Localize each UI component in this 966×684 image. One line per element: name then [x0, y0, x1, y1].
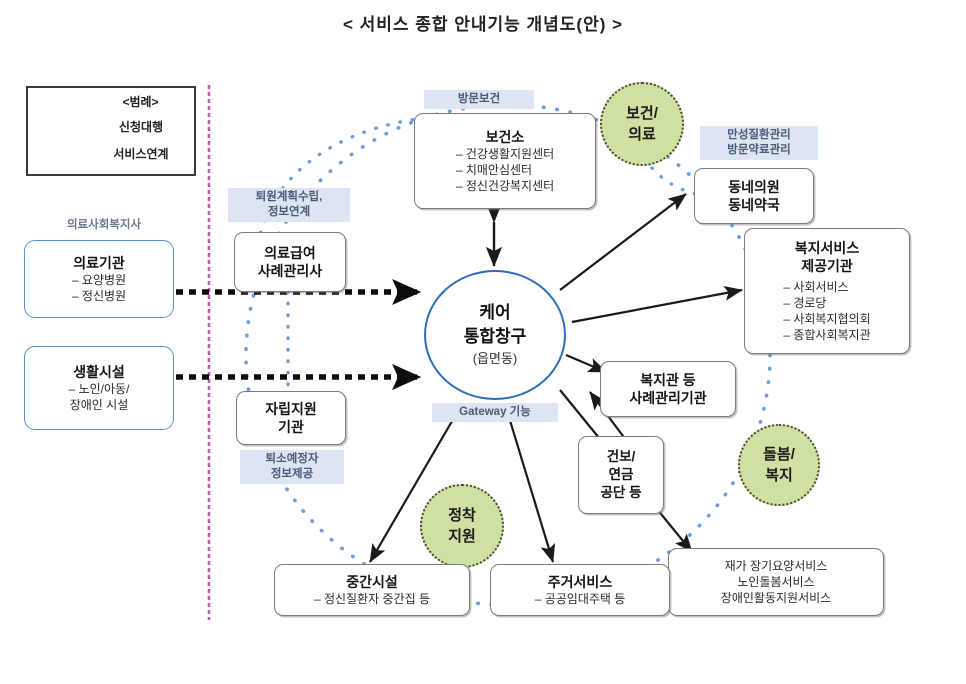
discharge-info-line-1: 퇴소예정자 — [265, 453, 319, 465]
legend-box: <범례> 신청대행 서비스연계 — [26, 86, 196, 176]
pension-line-2: 연금 — [608, 467, 634, 482]
node-welfare-service-provider[interactable]: 복지서비스 제공기관 – 사회서비스 – 경로당 – 사회복지협의회 – 종합사… — [744, 228, 910, 354]
halfway-item-0: – 정신질환자 중간집 등 — [313, 592, 431, 606]
node-living-facility[interactable]: 생활시설 – 노인/아동/ 장애인 시설 — [24, 346, 174, 430]
housing-heading: 주거서비스 — [547, 574, 613, 590]
discharge-info-line-2: 정보제공 — [270, 468, 314, 480]
clinic-line-2: 동네약국 — [728, 197, 780, 213]
home-care-line-2: 노인돌봄서비스 — [737, 575, 815, 589]
legend-label-0: 신청대행 — [118, 120, 164, 134]
medical-social-worker-label: 의료사회복지사 — [66, 219, 142, 231]
welfare-provider-heading-2: 제공기관 — [801, 258, 853, 274]
pension-line-3: 공단 등 — [600, 485, 642, 500]
hub-line-2: 통합창구 — [463, 327, 527, 346]
domain-circle-health-medical: 보건/ 의료 — [600, 82, 684, 166]
health-center-item-2: – 정신건강복지센터 — [455, 179, 555, 193]
welfare-provider-heading-1: 복지서비스 — [794, 240, 860, 256]
node-self-reliance-agency[interactable]: 자립지원 기관 — [236, 391, 346, 445]
medical-aid-line-2: 사례관리사 — [257, 263, 323, 279]
chronic-disease-line-2: 방문약료관리 — [727, 144, 791, 156]
arrow-hub-housing — [503, 403, 556, 563]
health-center-item-1: – 치매안심센터 — [455, 163, 533, 177]
discharge-plan-caption: 퇴원계획수립, 정보연계 — [228, 188, 350, 222]
domain-care-line-1: 돌봄/ — [763, 446, 795, 463]
legend-label-1: 서비스연계 — [113, 147, 169, 161]
node-care-integrated-gateway[interactable]: 케어 통합창구 (읍면동) — [424, 270, 566, 400]
legend-heading: <범례> — [122, 95, 159, 109]
domain-circle-care-welfare: 돌봄/ 복지 — [738, 424, 820, 506]
medical-aid-line-1: 의료급여 — [264, 245, 316, 261]
case-mgmt-line-1: 복지관 등 — [640, 372, 696, 388]
hub-line-1: 케어 — [479, 303, 511, 322]
medical-institution-heading: 의료기관 — [73, 255, 125, 271]
domain-health-line-1: 보건/ — [626, 105, 658, 122]
welfare-provider-item-0: – 사회서비스 — [783, 280, 849, 294]
living-facility-heading: 생활시설 — [73, 364, 125, 380]
visiting-health-caption: 방문보건 — [424, 90, 534, 109]
case-mgmt-line-2: 사례관리기관 — [629, 390, 707, 406]
discharge-plan-caption-line-1: 퇴원계획수립, — [255, 191, 323, 203]
node-local-clinic-pharmacy[interactable]: 동네의원 동네약국 — [694, 168, 814, 224]
discharge-plan-caption-line-2: 정보연계 — [267, 206, 311, 218]
node-medical-institution[interactable]: 의료기관 – 요양병원 – 정신병원 — [24, 240, 174, 318]
welfare-provider-item-2: – 사회복지협의회 — [783, 312, 871, 326]
node-housing-service[interactable]: 주거서비스 – 공공임대주택 등 — [490, 564, 670, 616]
domain-settle-line-1: 정착 — [448, 507, 476, 524]
arrow-hub-welfare-provider — [571, 285, 743, 324]
clinic-line-1: 동네의원 — [728, 179, 780, 195]
node-halfway-facility[interactable]: 중간시설 – 정신질환자 중간집 등 — [274, 564, 470, 616]
domain-circle-settlement-support: 정착 지원 — [420, 484, 504, 568]
chronic-disease-line-1: 만성질환관리 — [727, 129, 791, 141]
medical-institution-item-1: – 정신병원 — [71, 289, 127, 303]
discharge-info-caption: 퇴소예정자 정보제공 — [240, 450, 344, 484]
domain-settle-line-2: 지원 — [448, 528, 476, 545]
self-reliance-line-1: 자립지원 — [265, 401, 317, 417]
welfare-provider-item-1: – 경로당 — [783, 296, 827, 310]
node-home-care-services[interactable]: 재가 장기요양서비스 노인돌봄서비스 장애인활동지원서비스 — [668, 548, 884, 616]
gateway-function-caption: Gateway 기능 — [432, 403, 558, 422]
chronic-disease-caption: 만성질환관리 방문약료관리 — [700, 126, 818, 160]
dotted-curve-upper-left — [256, 116, 426, 247]
page-title: < 서비스 종합 안내기능 개념도(안) > — [342, 15, 624, 34]
domain-health-line-2: 의료 — [628, 126, 656, 143]
hub-line-3: (읍면동) — [472, 351, 518, 366]
housing-item-0: – 공공임대주택 등 — [534, 592, 626, 606]
halfway-heading: 중간시설 — [346, 574, 398, 590]
self-reliance-line-2: 기관 — [278, 419, 304, 435]
living-facility-item-1: 장애인 시설 — [69, 398, 129, 412]
domain-care-line-2: 복지 — [765, 467, 793, 484]
living-facility-item-0: – 노인/아동/ — [68, 382, 130, 396]
node-insurance-pension-corp[interactable]: 건보/ 연금 공단 등 — [578, 436, 664, 514]
node-case-management-agency[interactable]: 복지관 등 사례관리기관 — [600, 361, 736, 417]
home-care-line-3: 장애인활동지원서비스 — [720, 591, 832, 605]
health-center-heading: 보건소 — [485, 129, 525, 145]
welfare-provider-item-3: – 종합사회복지관 — [783, 328, 871, 342]
pension-line-1: 건보/ — [606, 449, 636, 464]
health-center-item-0: – 건강생활지원센터 — [455, 147, 555, 161]
home-care-line-1: 재가 장기요양서비스 — [724, 559, 828, 573]
node-public-health-center[interactable]: 보건소 – 건강생활지원센터 – 치매안심센터 – 정신건강복지센터 — [414, 113, 596, 209]
node-medical-aid-case-manager[interactable]: 의료급여 사례관리사 — [234, 232, 346, 292]
medical-institution-item-0: – 요양병원 — [71, 273, 127, 287]
